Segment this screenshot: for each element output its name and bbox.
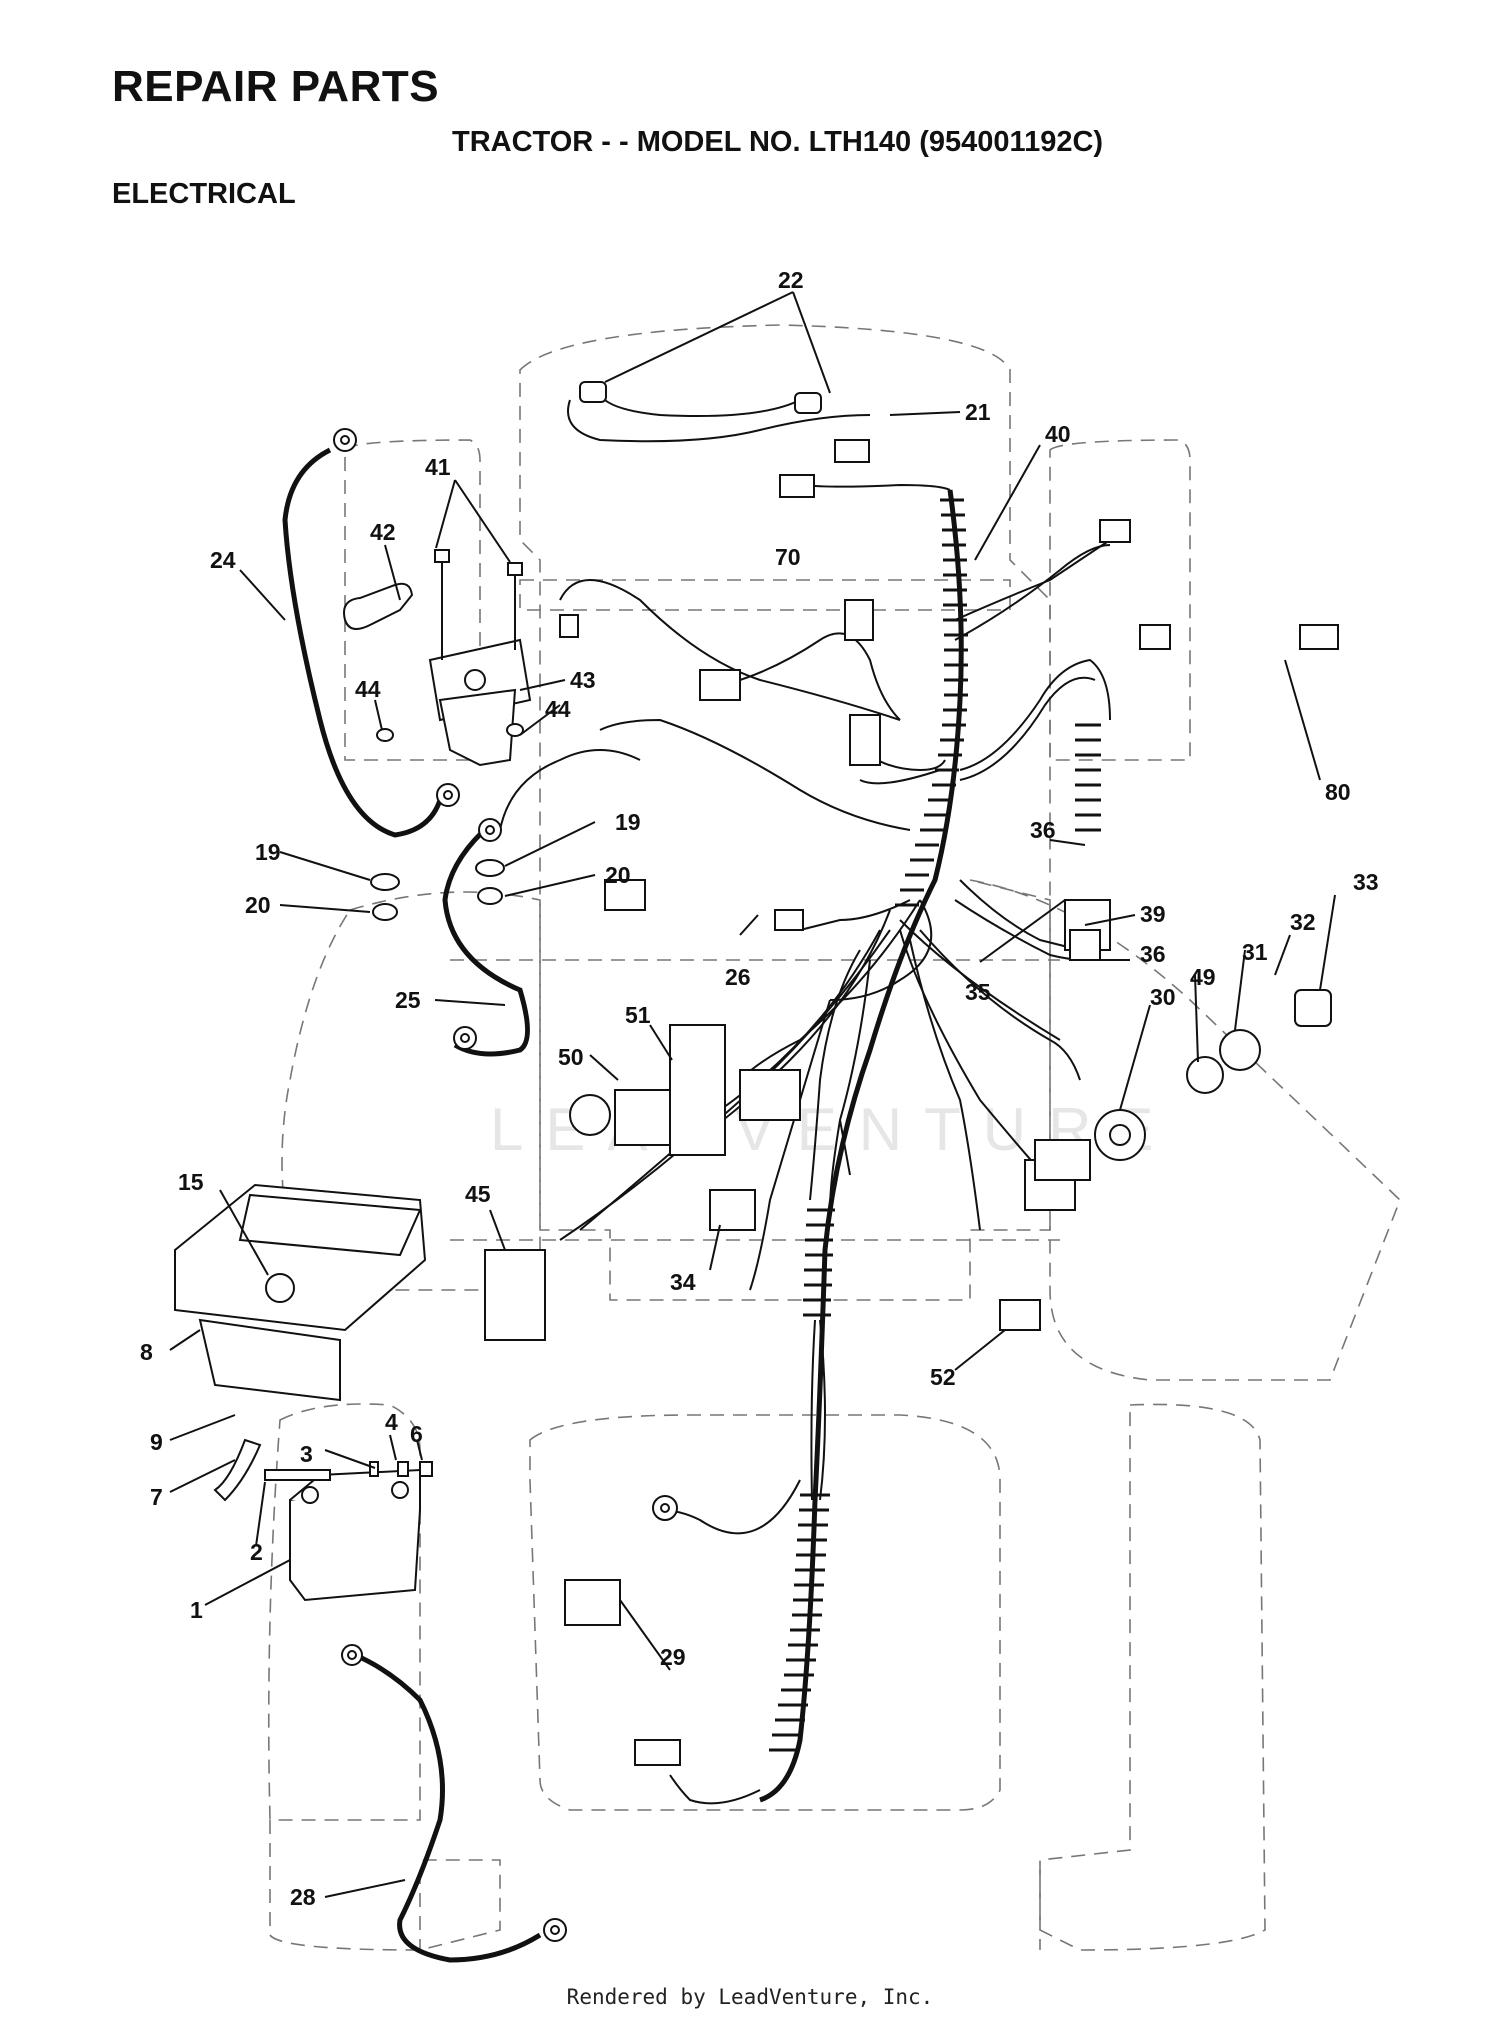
footer-credit: Rendered by LeadVenture, Inc.	[566, 1985, 934, 2009]
model-heading: TRACTOR - - MODEL NO. LTH140 (954001192C…	[452, 126, 1104, 158]
callout-9: 9	[150, 1429, 163, 1455]
callout-50: 50	[558, 1044, 584, 1070]
callout-33: 33	[1353, 869, 1379, 895]
tractor-outline	[267, 324, 1401, 1951]
callout-35: 35	[965, 979, 991, 1005]
callout-26: 26	[725, 964, 751, 990]
main-harness-loom	[759, 489, 1101, 1803]
callout-29: 29	[660, 1644, 686, 1670]
terminal-boot	[343, 582, 414, 630]
callout-2: 2	[250, 1539, 263, 1565]
callout-80: 80	[1325, 779, 1351, 805]
callout-22: 22	[778, 267, 804, 293]
callout-1: 1	[190, 1597, 203, 1623]
cable-28	[354, 1652, 542, 1963]
callout-34: 34	[670, 1269, 696, 1295]
page-title: REPAIR PARTS	[112, 62, 440, 111]
callout-52: 52	[930, 1364, 956, 1390]
starter-solenoid	[428, 549, 532, 767]
callout-labels: 22 21 40 41 42 24 70 44 43 44 19 19 20 2…	[140, 267, 1379, 1910]
callout-44-right: 44	[545, 696, 571, 722]
callout-25: 25	[395, 987, 421, 1013]
callout-51: 51	[625, 1002, 651, 1028]
cable-24	[282, 447, 443, 838]
battery	[213, 1438, 433, 1602]
callout-44-left: 44	[355, 676, 381, 702]
cable-25	[442, 823, 530, 1057]
callout-28: 28	[290, 1884, 316, 1910]
section-heading: ELECTRICAL	[112, 178, 296, 210]
callout-3: 3	[300, 1441, 313, 1467]
callout-7: 7	[150, 1484, 163, 1510]
callout-6: 6	[410, 1421, 423, 1447]
callout-45: 45	[465, 1181, 491, 1207]
callout-21: 21	[965, 399, 991, 425]
callout-39: 39	[1140, 901, 1166, 927]
callout-24: 24	[210, 547, 236, 573]
callout-19-right: 19	[615, 809, 641, 835]
leader-lines	[169, 291, 1336, 1898]
battery-box	[174, 1183, 427, 1402]
headlight-bulbs	[579, 381, 870, 498]
callout-8: 8	[140, 1339, 153, 1365]
callout-42: 42	[370, 519, 396, 545]
callout-36-top: 36	[1030, 817, 1056, 843]
callout-30: 30	[1150, 984, 1176, 1010]
callout-32: 32	[1290, 909, 1316, 935]
callout-15: 15	[178, 1169, 204, 1195]
callout-36-bottom: 36	[1140, 941, 1166, 967]
callout-4: 4	[385, 1409, 398, 1435]
callout-49: 49	[1190, 964, 1216, 990]
callout-31: 31	[1242, 939, 1268, 965]
nuts-and-washers	[370, 723, 524, 921]
callout-20-left: 20	[245, 892, 271, 918]
switches	[484, 899, 1332, 1766]
callout-43: 43	[570, 667, 596, 693]
ring-terminals	[333, 428, 678, 1942]
callout-41: 41	[425, 454, 451, 480]
callout-70: 70	[775, 544, 801, 570]
callout-20-right: 20	[605, 862, 631, 888]
callout-40: 40	[1045, 421, 1071, 447]
callout-19-left: 19	[255, 839, 281, 865]
